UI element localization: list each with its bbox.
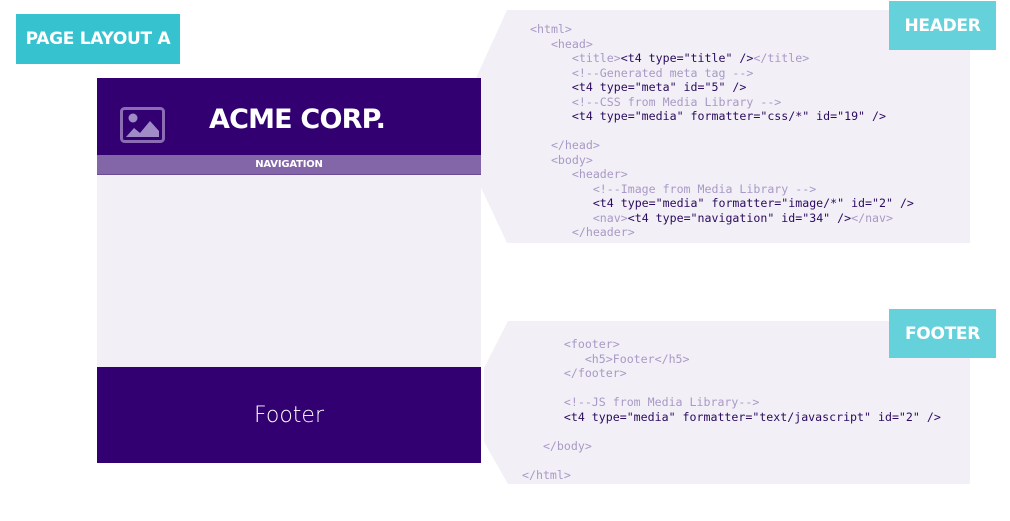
code-line: </html> [522, 467, 571, 482]
code-line: <head> [530, 36, 593, 51]
footer-code-block: <footer> <h5>Footer</h5> </footer> <!--J… [522, 337, 941, 482]
code-line-tag: <t4 type="meta" id="5" /> [530, 80, 747, 94]
code-line: </nav> [851, 210, 893, 225]
code-line: <header> [530, 167, 628, 181]
code-line-tag: <t4 type="media" formatter="text/javascr… [522, 409, 941, 424]
code-comment: <!--CSS from Media Library --> [530, 94, 782, 109]
image-icon [120, 107, 165, 143]
navigation-bar[interactable]: NAVIGATION [97, 155, 481, 175]
page-layout-preview: ACME CORP. NAVIGATION Footer [97, 78, 481, 463]
brand-name: ACME CORP. [209, 104, 386, 135]
code-comment: <!--JS from Media Library--> [522, 395, 760, 409]
code-line: <body> [530, 152, 593, 167]
code-line-tag: <t4 type="navigation" id="34" /> [627, 210, 852, 225]
code-line: <html> [530, 22, 572, 36]
layout-header: ACME CORP. [97, 78, 481, 155]
code-line: <title> [530, 51, 621, 65]
page-layout-title-badge: PAGE LAYOUT A [16, 14, 180, 64]
code-line-tag: <t4 type="media" formatter="image/*" id=… [530, 196, 914, 210]
code-comment: <!--Image from Media Library --> [530, 181, 817, 196]
code-line-tag: <t4 type="media" formatter="css/*" id="1… [530, 109, 886, 123]
footer-section-badge: FOOTER [889, 309, 996, 358]
header-section-badge: HEADER [889, 1, 996, 50]
code-comment: <!--Generated meta tag --> [530, 65, 754, 80]
code-line: </footer> [522, 366, 627, 380]
code-line: </head> [530, 138, 600, 152]
code-line: </header> [530, 225, 635, 239]
layout-footer: Footer [97, 367, 481, 463]
code-line-tag: <t4 type="title" /> [620, 51, 754, 65]
code-line: </body> [522, 438, 592, 453]
code-line: </title> [753, 51, 810, 65]
code-line: <footer> [522, 337, 620, 351]
code-line: <h5>Footer</h5> [522, 351, 690, 366]
code-line: <nav> [530, 210, 628, 225]
header-code-block: <html> <head> <title><t4 type="title" />… [530, 22, 914, 240]
